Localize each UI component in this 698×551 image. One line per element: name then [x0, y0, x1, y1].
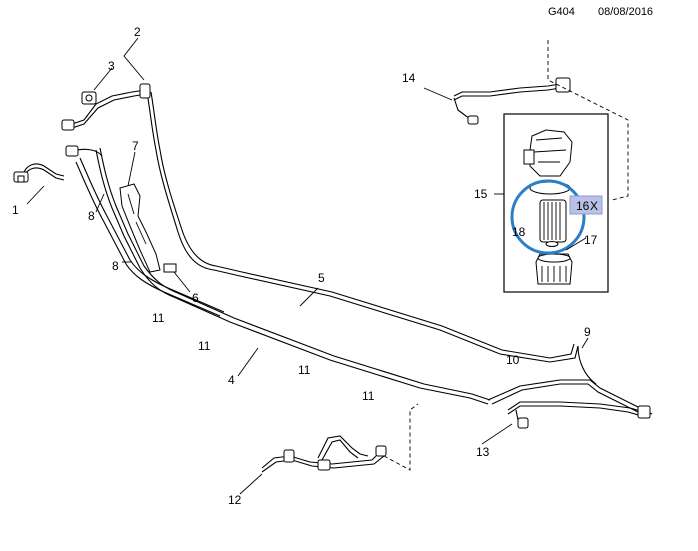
callout-12: 12 — [228, 493, 242, 507]
callout-13: 13 — [476, 445, 490, 459]
callout-6: 6 — [192, 291, 199, 305]
reference-lines-12 — [383, 403, 419, 471]
callout-16: 16 — [576, 199, 590, 213]
fuel-line-12[interactable] — [261, 435, 387, 473]
fuel-line-14[interactable] — [453, 77, 571, 125]
callout-7: 7 — [132, 139, 139, 153]
bracket-7[interactable] — [119, 183, 161, 273]
diagram-date: 08/08/2016 — [598, 6, 654, 18]
fuel-line-5[interactable] — [146, 91, 579, 363]
callout-4: 4 — [228, 373, 235, 387]
fuel-line-10[interactable] — [487, 345, 653, 419]
callout-11-b: 11 — [198, 339, 211, 353]
callout-16-x-mark: X — [590, 199, 598, 213]
callout-9: 9 — [584, 325, 591, 339]
callout-18: 18 — [512, 225, 526, 239]
callout-8-upper: 8 — [88, 209, 95, 223]
callout-15: 15 — [474, 187, 488, 201]
callout-11-a: 11 — [152, 311, 165, 325]
fuel-line-1[interactable] — [23, 148, 103, 181]
highlight-badge — [569, 195, 603, 215]
callout-11-d: 11 — [362, 389, 375, 403]
reference-lines-14 — [547, 40, 629, 201]
connector-3[interactable] — [81, 91, 97, 105]
callout-10: 10 — [506, 353, 520, 367]
connector-2[interactable] — [61, 83, 151, 157]
fuel-line-11[interactable] — [75, 157, 225, 317]
callout-5: 5 — [318, 271, 325, 285]
clip-6[interactable] — [163, 263, 177, 273]
connector-1[interactable] — [13, 171, 29, 183]
diagram-code: G404 — [548, 6, 575, 18]
callout-17: 17 — [584, 233, 598, 247]
fuel-line-2[interactable] — [65, 89, 147, 131]
callout-2: 2 — [134, 25, 141, 39]
callout-11-c: 11 — [298, 363, 311, 377]
callout-8-lower: 8 — [112, 259, 119, 273]
fuel-line-13[interactable] — [507, 401, 651, 429]
fuel-line-4[interactable] — [95, 147, 491, 405]
callout-1: 1 — [12, 203, 19, 217]
highlight-circle — [510, 179, 586, 255]
callout-3: 3 — [108, 59, 115, 73]
leader-lines — [26, 37, 589, 495]
callout-14: 14 — [402, 71, 416, 85]
